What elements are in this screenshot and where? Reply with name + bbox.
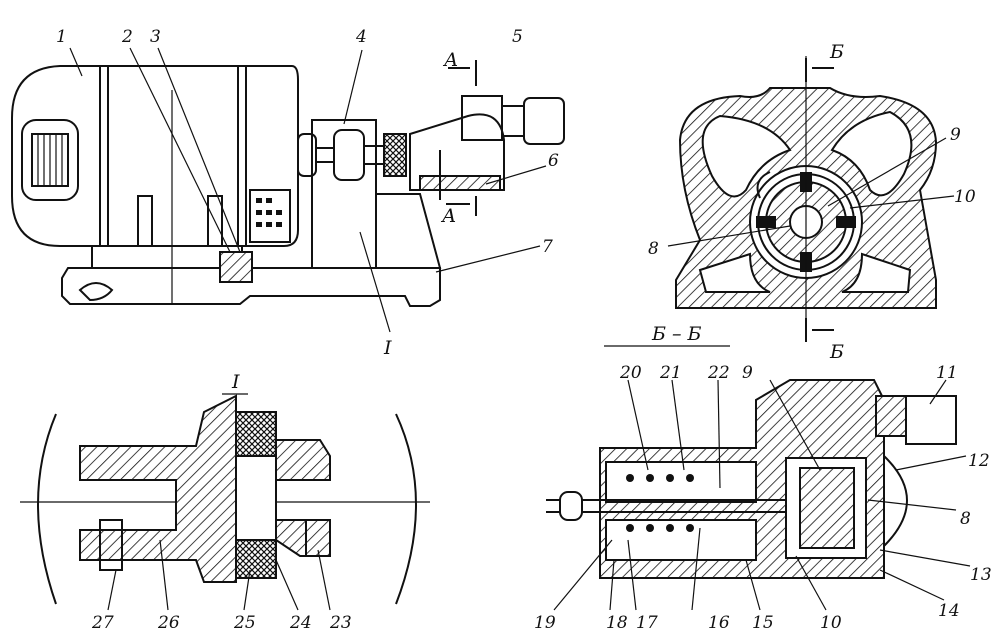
callout-27: 27 [91, 613, 114, 633]
callout-15: 15 [752, 613, 774, 633]
callout-17: 17 [636, 613, 658, 633]
callout-20: 20 [619, 363, 642, 383]
callout-23: 23 [329, 613, 352, 633]
callout-21: 21 [659, 363, 682, 383]
callout-19: 19 [534, 613, 556, 633]
callout-18: 18 [606, 613, 628, 633]
callout-2: 2 [121, 27, 133, 47]
detail-i-coupling [20, 394, 430, 611]
electric-motor [11, 65, 299, 247]
callout-6: 6 [548, 151, 559, 171]
callout-9-bottom: 9 [742, 363, 753, 383]
callout-22: 22 [707, 363, 730, 383]
section-b-top: Б [829, 41, 844, 63]
callout-25: 25 [233, 613, 256, 633]
callout-1: 1 [56, 27, 67, 47]
callout-26: 26 [157, 613, 180, 633]
callout-8-bottom: 8 [960, 509, 971, 529]
callout-14: 14 [938, 601, 960, 621]
callout-11: 11 [936, 363, 958, 383]
vane-pump-body [409, 113, 505, 191]
callout-12: 12 [968, 451, 990, 471]
callout-13: 13 [970, 565, 992, 585]
detail-ref-mark: I [383, 337, 392, 359]
section-b-bottom: Б [829, 341, 844, 363]
detail-title: I [231, 371, 240, 393]
pump-cross-section-b [667, 56, 955, 342]
callout-7: 7 [542, 237, 553, 257]
callout-labels: 1 2 3 4 5 6 7 8 9 10 11 12 8 13 14 15 16… [56, 27, 992, 633]
section-b-b-title: Б – Б [651, 323, 702, 345]
coupling-guard [311, 119, 377, 269]
callout-3: 3 [150, 27, 161, 47]
pump-unit-side-view [11, 47, 565, 333]
section-a-top: А [442, 49, 458, 71]
callout-4: 4 [355, 27, 367, 47]
section-b-b [546, 345, 971, 611]
section-a-bottom: А [440, 205, 456, 227]
callout-10-bottom: 10 [820, 613, 842, 633]
callout-10-top: 10 [954, 187, 976, 207]
base-frame [61, 267, 441, 307]
callout-8-top: 8 [648, 239, 659, 259]
callout-5: 5 [512, 27, 523, 47]
callout-24: 24 [289, 613, 312, 633]
callout-9-top: 9 [950, 125, 961, 145]
callout-16: 16 [708, 613, 730, 633]
